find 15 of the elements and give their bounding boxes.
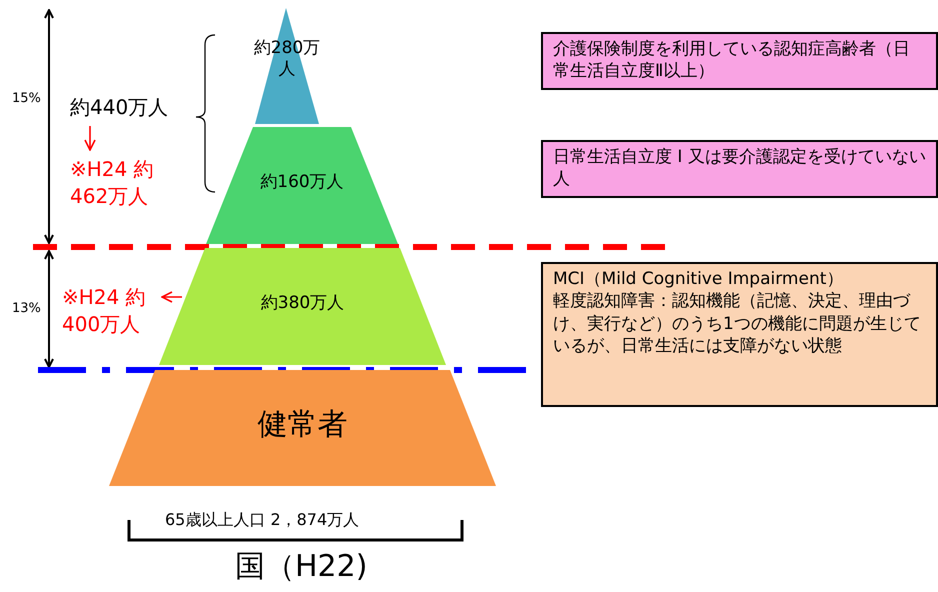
arrow	[84, 126, 96, 151]
count-text: ※H24 約400万人	[62, 284, 162, 340]
note-box: 介護保険制度を利用している認知症高齢者（日常生活自立度Ⅱ以上）	[541, 32, 938, 90]
note-box: 日常生活自立度 Ⅰ 又は要介護認定を受けていない人	[541, 140, 938, 198]
pyramid-base: 健常者	[109, 370, 496, 486]
note-box: MCI（Mild Cognitive Impairment） 軽度認知障害：認知機能（記憶、決定、理由づけ、実行など）のうち1つの機能に問題が生じているが、日常生活には支障がない状態	[541, 262, 938, 407]
pyramid-level: 約160万人	[206, 127, 398, 244]
percentage-label: 13%	[12, 301, 41, 316]
pyramid-level: 約380万人	[159, 248, 446, 365]
count-text: ※H24 約462万人	[70, 156, 190, 212]
count-text: 約440万人	[70, 94, 190, 124]
arrow	[161, 291, 182, 303]
caption: 国（H22)	[235, 548, 368, 586]
total-label: 65歳以上人口 2，874万人	[165, 510, 360, 531]
percentage-label: 15%	[12, 91, 41, 106]
